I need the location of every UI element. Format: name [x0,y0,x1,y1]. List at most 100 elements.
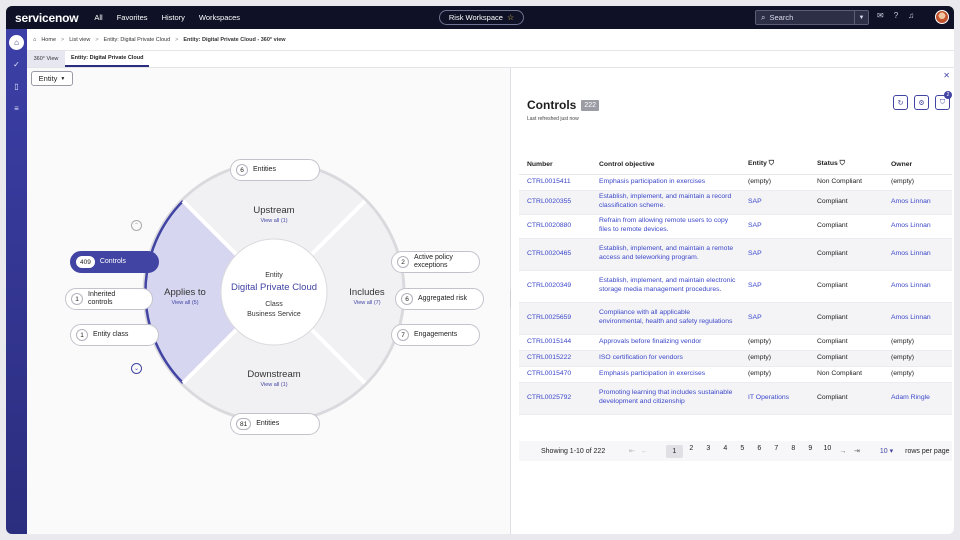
cell-owner[interactable]: Amos Linnan [883,214,952,239]
cell-objective[interactable]: Approvals before finalizing vendor [591,334,740,351]
cell-owner[interactable]: Amos Linnan [883,190,952,215]
policy-exceptions-pill[interactable]: 2 Active policy exceptions [391,251,480,273]
cell-entity[interactable]: SAP [740,214,809,239]
center-entity-name[interactable]: Digital Private Cloud [230,282,318,294]
cell-objective[interactable]: Establish, implement, and maintain a rem… [591,238,740,271]
crumb-list-view[interactable]: List view [69,36,91,43]
servicenow-logo[interactable]: servicenow [15,10,79,25]
includes-segment[interactable] [274,201,403,383]
help-icon[interactable]: ? [893,11,899,20]
page-9[interactable]: 9 [808,444,813,452]
cell-number[interactable]: CTRL0025792 [519,382,591,415]
cell-number[interactable]: CTRL0015470 [519,366,591,383]
list-icon[interactable]: ≡ [14,104,19,113]
page-8[interactable]: 8 [791,444,796,452]
cell-number[interactable]: CTRL0015222 [519,350,591,367]
check-circle-icon[interactable]: ✓ [13,60,20,69]
cell-number[interactable]: CTRL0015144 [519,334,591,351]
cell-entity[interactable]: SAP [740,190,809,215]
last-page-icon[interactable]: ⇥ [853,448,860,455]
crumb-home[interactable]: Home [41,36,56,43]
upstream-segment[interactable] [183,163,365,292]
page-6[interactable]: 6 [757,444,762,452]
col-objective[interactable]: Control objective [591,155,740,175]
workspace-pill[interactable]: Risk Workspace ☆ [439,10,524,25]
global-search[interactable]: ⌕ Search ▼ [755,10,869,25]
page-1[interactable]: 1 [665,444,683,458]
cell-objective[interactable]: Compliance with all applicable environme… [591,302,740,335]
cell-number[interactable]: CTRL0020465 [519,238,591,271]
home-icon[interactable]: ⌂ [9,35,24,50]
cell-owner[interactable]: Amos Linnan [883,270,952,303]
chevron-down-icon[interactable]: ▼ [854,11,868,24]
cell-owner[interactable]: Adam Ringle [883,382,952,415]
search-input[interactable]: Search [769,13,794,22]
col-status[interactable]: Status ⛉ [809,155,883,175]
downstream-view-all[interactable]: View all (1) [260,382,288,388]
downstream-segment[interactable] [183,292,365,421]
engagements-pill[interactable]: 7 Engagements [391,324,480,346]
includes-view-all[interactable]: View all (7) [353,300,381,306]
crumb-entity[interactable]: Entity: Digital Private Cloud [103,36,171,43]
page-4[interactable]: 4 [723,444,728,452]
filter-button[interactable]: ⛉2 [935,91,952,110]
cell-number[interactable]: CTRL0020349 [519,270,591,303]
nav-history[interactable]: History [161,13,185,22]
settings-button[interactable]: ⚙ [914,95,929,110]
col-number[interactable]: Number [519,155,591,175]
cell-number[interactable]: CTRL0015411 [519,174,591,191]
upstream-entities-pill[interactable]: 6 Entities [230,159,320,181]
applies-to-segment[interactable] [145,201,274,383]
page-7[interactable]: 7 [774,444,779,452]
col-owner[interactable]: Owner [883,155,952,175]
upstream-view-all[interactable]: View all (1) [260,218,288,224]
clipboard-icon[interactable]: ▯ [14,82,19,91]
controls-pill[interactable]: 409 Controls [70,251,159,273]
cell-objective[interactable]: Emphasis participation in exercises [591,366,740,383]
cell-entity[interactable]: SAP [740,302,809,335]
page-10[interactable]: 10 [823,444,832,452]
bell-icon[interactable]: ♫ [908,11,915,20]
cell-number[interactable]: CTRL0020355 [519,190,591,215]
entity-class-pill[interactable]: 1 Entity class [70,324,159,346]
cell-entity[interactable]: SAP [740,270,809,303]
cell-owner[interactable]: Amos Linnan [883,302,952,335]
refresh-button[interactable]: ↻ [893,95,908,110]
entity-dropdown[interactable]: Entity ▼ [31,71,73,86]
inherited-controls-pill[interactable]: 1 Inherited controls [65,288,153,310]
tab-entity[interactable]: Entity: Digital Private Cloud [65,51,150,67]
page-2[interactable]: 2 [689,444,694,452]
page-5[interactable]: 5 [740,444,745,452]
next-page-icon[interactable]: → [839,447,847,455]
cell-objective[interactable]: Establish, implement, and maintain a rec… [591,190,740,215]
cell-owner[interactable]: Amos Linnan [883,238,952,271]
nav-all[interactable]: All [94,13,103,22]
cell-number[interactable]: CTRL0020880 [519,214,591,239]
tab-360-view[interactable]: 360° View [27,51,65,67]
col-entity[interactable]: Entity ⛉ [740,155,809,175]
star-icon[interactable]: ☆ [506,13,515,22]
page-3[interactable]: 3 [706,444,711,452]
cell-objective[interactable]: Emphasis participation in exercises [591,174,740,191]
chat-icon[interactable]: ✉ [877,11,884,20]
downstream-entities-pill[interactable]: 81 Entities [230,413,320,435]
cell-objective[interactable]: ISO certification for vendors [591,350,740,367]
cell-objective[interactable]: Establish, implement, and maintain elect… [591,270,740,303]
cell-objective[interactable]: Refrain from allowing remote users to co… [591,214,740,239]
applies-to-view-all[interactable]: View all (5) [171,300,199,306]
nav-workspaces[interactable]: Workspaces [198,13,241,22]
cell-objective[interactable]: Promoting learning that includes sustain… [591,382,740,415]
rows-per-page-select[interactable]: 10 ▾ [879,448,894,455]
avatar[interactable] [935,10,949,24]
cell-entity[interactable]: SAP [740,238,809,271]
